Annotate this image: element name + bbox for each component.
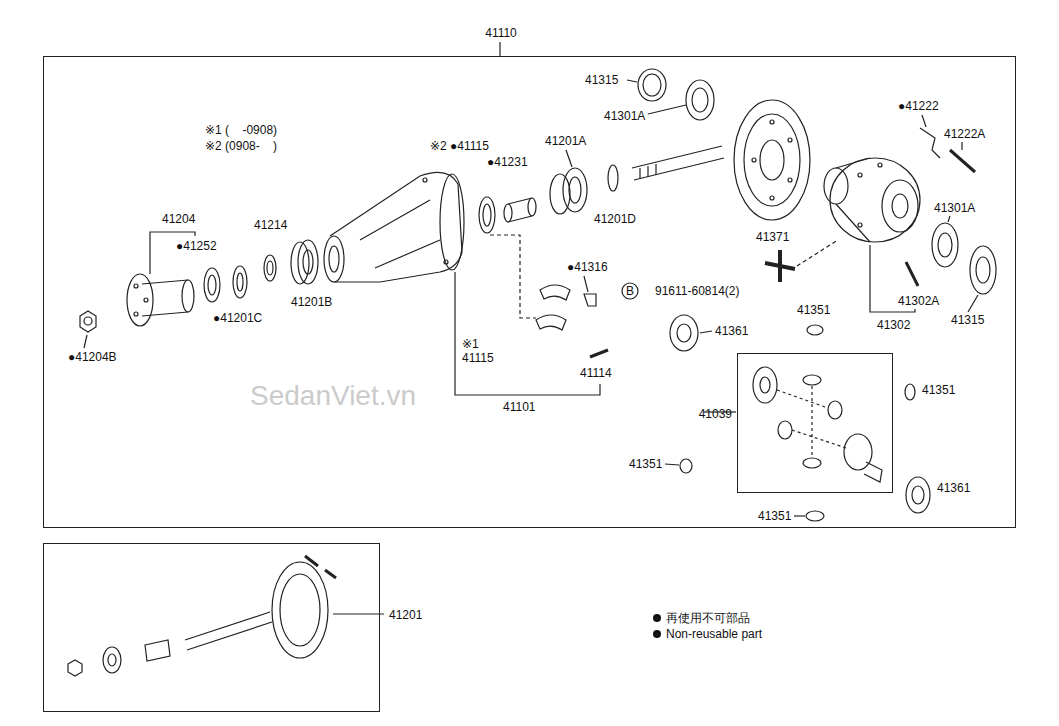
callout-number: ●41316 [567,260,608,274]
callout-number: ●41204B [68,350,117,364]
callout-number: 41101 [503,400,535,414]
callout-number: 41214 [254,218,287,232]
callout-number: ●41222 [898,99,939,113]
callout-number: 41302 [877,318,910,332]
watermark: SedanViet.vn [250,380,416,412]
callout-number: 41301A [604,109,645,123]
callout-number: 41351 [758,509,791,523]
legend-text: Non-reusable part [666,627,762,641]
callout-number: 41302A [898,294,939,308]
callout-number: 41351 [629,457,662,471]
assembly-number: 41039 [699,407,732,421]
callout-number: 91611-60814(2) [655,284,740,298]
callout-number: 41315 [585,73,618,87]
callout-number: 41114 [580,366,612,380]
callout-number: ※2 ●41115 [430,139,489,153]
callout-number: B [626,284,634,298]
callout-number: ●41231 [487,155,528,169]
callout-number: 41204 [162,212,195,226]
callout-number: 41222A [944,127,985,141]
applicability-note: ※2 (0908- ) [205,139,277,153]
legend-text: 再使用不可部品 [666,611,750,625]
assembly-number: 41201 [389,608,422,622]
callout-number: ※1 41115 [462,337,502,365]
callout-number: ●41252 [176,239,217,253]
callout-number: 41371 [756,230,789,244]
callout-number: 41351 [922,383,955,397]
parts-group-box: 41039 [737,353,893,493]
callout-number: 41301A [934,201,975,215]
parts-group-box: 41201 [43,543,380,712]
parts-group-box: 4103941110 [43,56,1016,528]
callout-number: 41361 [715,324,748,338]
assembly-number: 41110 [485,26,517,40]
callout-number: 41315 [951,313,984,327]
callout-number: 41351 [797,303,830,317]
callout-number: 41201B [291,295,332,309]
applicability-note: ※1 ( -0908) [205,123,277,137]
callout-number: 41201D [594,212,636,226]
callout-number: 41361 [937,481,970,495]
callout-number: 41201A [545,134,586,148]
callout-number: ●41201C [213,311,262,325]
